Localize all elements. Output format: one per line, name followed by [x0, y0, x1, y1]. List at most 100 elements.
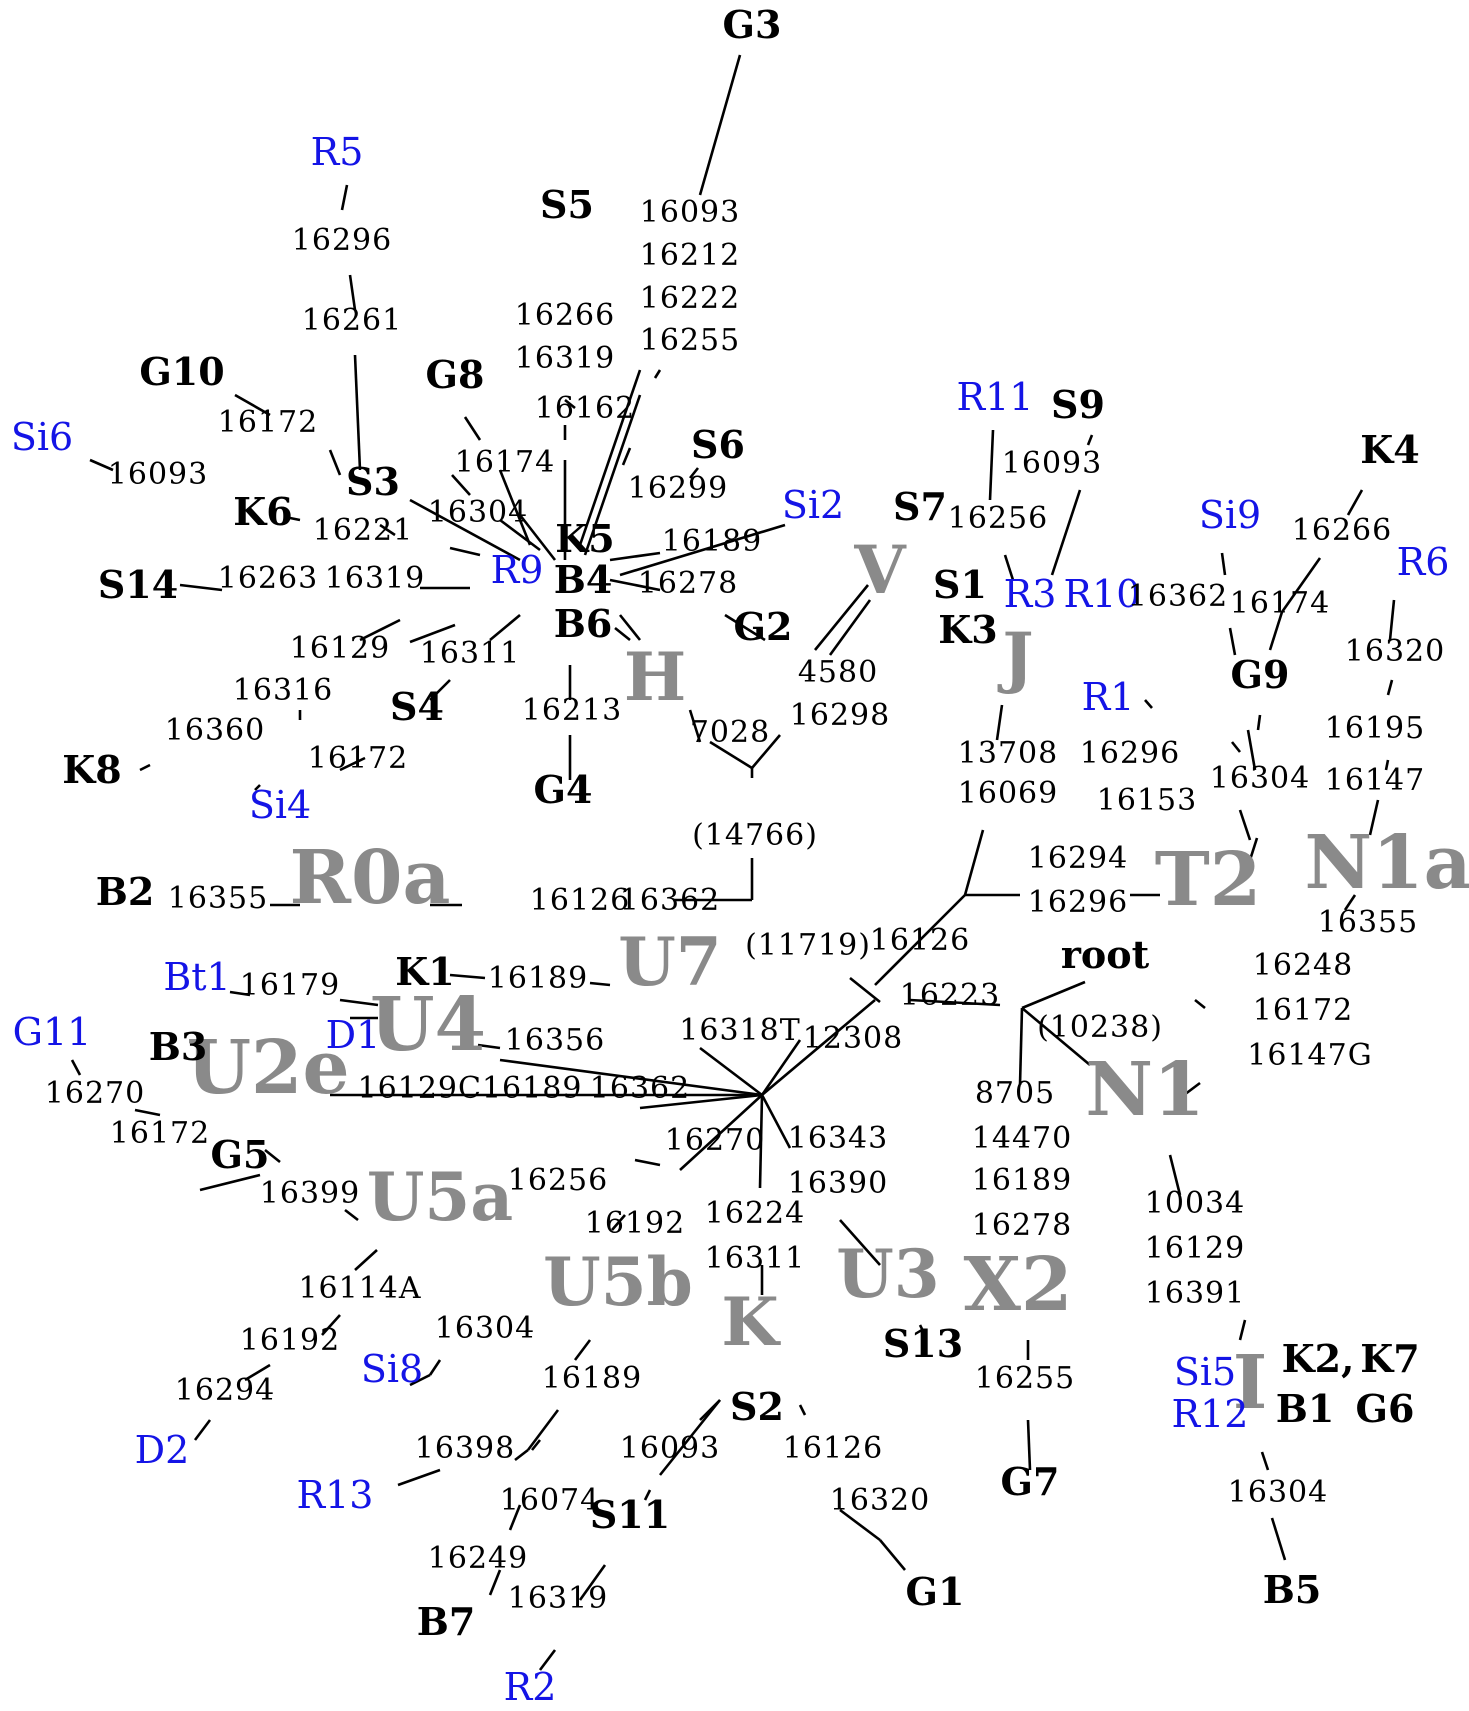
network-edge [1386, 679, 1394, 696]
sample-label: root [1061, 932, 1150, 977]
network-edge [234, 393, 271, 417]
mutation-label: 16296 [292, 223, 392, 258]
network-edge [449, 546, 481, 557]
network-edge [1270, 1517, 1287, 1561]
network-edge [798, 1404, 807, 1416]
network-edge [1228, 627, 1237, 656]
mutation-label: 16126 [783, 1431, 883, 1466]
sample-label: K8 [62, 747, 121, 792]
mutation-label: 16319 [325, 561, 425, 596]
network-edge [760, 1094, 792, 1149]
network-edge [1238, 809, 1252, 841]
mutation-label: 16256 [508, 1163, 608, 1198]
mutation-label: 16153 [1097, 783, 1197, 818]
mutation-label: 7028 [690, 715, 770, 750]
highlighted-sample-label: R13 [297, 1473, 374, 1517]
mutation-label: 16224 [705, 1196, 805, 1231]
network-edge [193, 1419, 212, 1441]
network-edge [526, 1409, 560, 1451]
mutation-label: 13708 [958, 736, 1058, 771]
network-edge [339, 998, 379, 1007]
network-edge [1388, 599, 1396, 641]
mutation-label: 16174 [455, 445, 555, 480]
network-edge [1256, 714, 1262, 731]
network-edge [229, 990, 251, 997]
network-edge [1086, 434, 1094, 446]
network-edge [354, 1249, 378, 1271]
network-edge [658, 1399, 722, 1476]
network-edge [1384, 759, 1390, 771]
network-edge [339, 756, 366, 772]
mutation-label: 16179 [240, 968, 340, 1003]
mutation-label: 16398 [415, 1431, 515, 1466]
highlighted-sample-label: Si4 [249, 783, 311, 827]
sample-label: G1 [906, 1569, 965, 1614]
highlighted-sample-label: Si9 [1199, 493, 1261, 537]
highlighted-sample-label: R10 [1064, 572, 1141, 616]
highlighted-sample-label: R12 [1172, 1392, 1249, 1436]
haplogroup-label: I [1233, 1340, 1268, 1426]
network-edge [688, 467, 700, 479]
haplogroup-label: H [624, 638, 686, 716]
sample-label: S14 [98, 562, 178, 607]
sample-label: S9 [1051, 382, 1105, 427]
highlighted-sample-label: Si5 [1174, 1350, 1236, 1394]
sample-label: B3 [149, 1024, 208, 1069]
mutation-label: 16114A [298, 1271, 421, 1306]
mutation-label: 16298 [790, 698, 890, 733]
network-edge [1268, 611, 1284, 651]
mutation-label: (11719) [745, 928, 871, 963]
sample-label: S11 [590, 1492, 670, 1537]
haplogroup-label: X2 [964, 1242, 1073, 1328]
mutation-label: 16391 [1145, 1276, 1245, 1311]
mutation-label: 16189 [488, 961, 588, 996]
sample-label: G10 [139, 349, 224, 394]
network-edge [499, 1058, 763, 1097]
mutation-label: 16299 [628, 471, 728, 506]
network-edge [699, 1046, 763, 1097]
mutation-label: 16304 [428, 495, 528, 530]
network-edge [359, 618, 401, 642]
network-edge [583, 394, 642, 556]
network-edge [1346, 489, 1364, 516]
mutation-label: 16362 [620, 883, 720, 918]
mutation-label: 16174 [1230, 586, 1330, 621]
network-edge [489, 614, 521, 641]
network-edges [70, 54, 1396, 1671]
mutation-label: 16221 [313, 513, 413, 548]
mutation-label: 16249 [428, 1541, 528, 1576]
network-edge [839, 1219, 881, 1266]
network-edge [988, 429, 995, 501]
mutation-label: 16189 [972, 1163, 1072, 1198]
sample-label: G4 [534, 767, 593, 812]
mutation-label: 12308 [803, 1021, 903, 1056]
mutation-label: 16278 [972, 1208, 1072, 1243]
network-edge [1280, 557, 1322, 613]
network-edge [321, 1314, 341, 1336]
haplogroup-label: U2e [186, 1025, 349, 1111]
mutation-label: 4580 [798, 655, 878, 690]
highlighted-sample-label: R3 [1004, 572, 1057, 616]
mutation-label: 10034 [1145, 1186, 1245, 1221]
network-edge [508, 1504, 522, 1531]
network-edge [244, 1363, 271, 1382]
network-edge [1238, 1319, 1247, 1341]
network-edge [619, 523, 786, 577]
sample-label: B2 [96, 869, 155, 914]
haplogroup-label: V [853, 531, 907, 609]
mutation-label: (10238) [1037, 1010, 1163, 1045]
network-edge [618, 614, 642, 641]
mutation-label: 16278 [638, 566, 738, 601]
mutation-label: 16093 [108, 457, 208, 492]
network-edge [353, 354, 362, 471]
network-edge [89, 458, 114, 472]
mutation-label: 16172 [1253, 993, 1353, 1028]
network-edge [530, 1439, 542, 1451]
mutation-label: 16311 [705, 1241, 805, 1276]
network-edge [918, 1324, 927, 1336]
sample-label: B6 [554, 601, 613, 646]
network-edge [621, 447, 632, 466]
network-edge [1220, 552, 1227, 576]
network-edge [578, 1564, 607, 1601]
network-edge [344, 1208, 359, 1222]
